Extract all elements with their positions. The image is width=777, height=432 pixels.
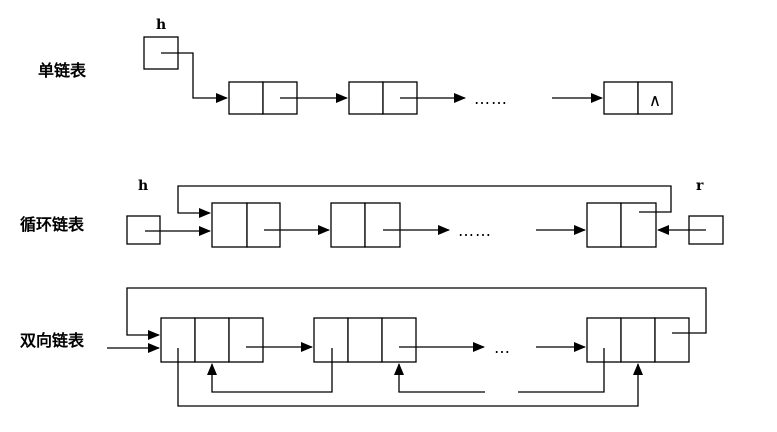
singly-node-last: ∧ bbox=[603, 81, 673, 115]
singly-linked-list: 单链表 h ∧ …… bbox=[38, 17, 673, 115]
doubly-linked-list: 双向链表 … bbox=[20, 287, 707, 407]
doubly-node-2 bbox=[313, 317, 417, 363]
circular-ellipsis: …… bbox=[458, 221, 492, 240]
doubly-node-1 bbox=[160, 317, 264, 363]
doubly-list-label: 双向链表 bbox=[20, 331, 85, 350]
circular-head-pointer-label: h bbox=[138, 178, 148, 194]
singly-node-2 bbox=[348, 81, 418, 115]
doubly-prev-arrow-1 bbox=[207, 348, 333, 393]
circular-node-1 bbox=[211, 202, 281, 248]
singly-head-pointer-label: h bbox=[156, 17, 166, 33]
doubly-prev-arrow-2 bbox=[394, 363, 485, 393]
doubly-prev-arrow-3-start bbox=[518, 348, 605, 393]
doubly-node-last bbox=[586, 317, 690, 363]
circular-head-pointer-box bbox=[126, 215, 161, 245]
null-pointer-symbol: ∧ bbox=[649, 91, 661, 111]
singly-list-label: 单链表 bbox=[38, 61, 87, 80]
circular-rear-pointer-label: r bbox=[696, 178, 704, 194]
circular-node-last bbox=[586, 202, 657, 248]
circular-linked-list: 循环链表 h r …… bbox=[20, 178, 724, 248]
doubly-wrap-arrow bbox=[126, 287, 707, 340]
circular-wrap-arrow bbox=[177, 185, 672, 218]
singly-ellipsis: …… bbox=[474, 89, 508, 108]
doubly-first-to-last-arrow bbox=[177, 348, 643, 407]
circular-node-2 bbox=[330, 202, 401, 248]
circular-list-label: 循环链表 bbox=[20, 215, 85, 234]
singly-head-arrow bbox=[161, 52, 228, 103]
doubly-ellipsis: … bbox=[494, 338, 511, 357]
